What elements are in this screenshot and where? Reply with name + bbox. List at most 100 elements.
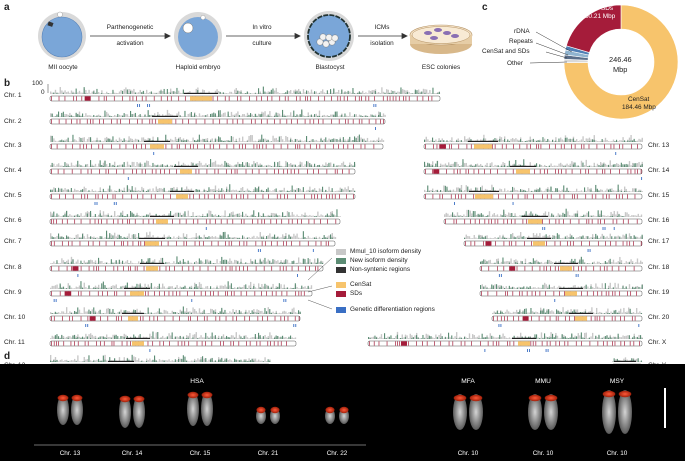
chromatid <box>119 396 131 428</box>
donut-sds-value: 50.21 Mbp <box>585 13 616 20</box>
arrow-label-isolation-line1: ICMs <box>374 24 390 31</box>
chromatid <box>453 394 467 430</box>
donut-slice-sds <box>565 4 622 53</box>
density-axis-bottom: 0 <box>41 89 45 96</box>
chromosome-label-left-6: Chr. 6 <box>4 217 22 224</box>
chromosome-body-right-9 <box>367 340 643 347</box>
donut-center-unit: Mbp <box>613 65 628 74</box>
chromosome-body-right-7 <box>479 290 643 297</box>
censat-block <box>190 96 212 101</box>
chromosome-label-right-2: Chr. 14 <box>648 167 670 174</box>
chromosome-body-left-8 <box>49 265 324 272</box>
chromosome-body-right-1 <box>423 143 643 150</box>
panel-label-a: a <box>4 2 10 13</box>
non-syntenic-bar <box>174 165 198 167</box>
non-syntenic-bar <box>122 312 144 314</box>
hsa-group-label: HSA <box>190 378 204 385</box>
non-syntenic-bar <box>569 312 593 314</box>
censat-block <box>156 219 168 224</box>
fish-signal <box>339 406 349 414</box>
panel-label-d: d <box>4 351 11 362</box>
legend-swatch <box>336 257 346 264</box>
donut-sds-label: SDs <box>601 5 614 12</box>
chromatid <box>187 392 199 426</box>
fish-signal <box>133 395 145 403</box>
chromosome-label-left-1: Chr. 1 <box>4 92 22 99</box>
legend-swatch <box>336 281 346 288</box>
arrow-label-isolation-line2: isolation <box>370 40 394 47</box>
donut-slice-censat <box>563 4 679 120</box>
donut-center-value: 246.46 <box>609 55 632 64</box>
censat-block <box>146 266 158 271</box>
hsa-chr14-label: Chr. 14 <box>121 450 143 457</box>
non-syntenic-bar <box>150 215 174 217</box>
mfa-chr10-label: Chr. 10 <box>457 450 479 457</box>
non-syntenic-bar <box>124 287 150 289</box>
chromosome-label-right-6: Chr. 18 <box>648 264 670 271</box>
arrow-label-culture-line2: culture <box>252 40 272 47</box>
non-syntenic-bar <box>469 190 499 192</box>
panel-label-c: c <box>482 2 488 13</box>
fish-signal <box>544 394 558 402</box>
censat-block <box>176 194 188 199</box>
non-syntenic-bar <box>510 165 536 167</box>
chromosome-body-left-11 <box>49 340 297 347</box>
stage-label-haploid-embryo: Haploid embryo <box>175 64 221 71</box>
chromosome-body-right-4 <box>443 218 643 225</box>
chromosome-label-left-3: Chr. 3 <box>4 142 22 149</box>
chromosome-body-left-2 <box>49 118 386 125</box>
chromatid <box>602 390 616 434</box>
censat-block <box>475 194 493 199</box>
donut-censat-label: CenSat <box>628 96 650 103</box>
donut-repeats-label: Repeats <box>509 38 533 45</box>
chromatid <box>201 392 213 426</box>
fish-signal <box>602 390 616 398</box>
chromosome-body-left-1 <box>49 95 441 102</box>
legend-swatch <box>336 306 346 313</box>
censat-block <box>132 341 144 346</box>
chromatid <box>133 396 145 428</box>
species-label-msy: MSY <box>609 378 625 385</box>
censat-block <box>528 219 542 224</box>
non-syntenic-bar <box>140 262 164 264</box>
legend-censat: CenSat <box>336 281 371 288</box>
stage-label-mii-oocyte: MII oocyte <box>48 64 78 71</box>
fish-signal <box>71 394 83 402</box>
panel-label-b: b <box>4 78 11 89</box>
censat-block <box>516 169 530 174</box>
chromosome-body-right-2 <box>423 168 643 175</box>
msy-chr10-label: Chr. 10 <box>606 450 628 457</box>
species-label-mfa: MFA <box>461 378 475 385</box>
non-syntenic-bar <box>126 337 150 339</box>
non-syntenic-bar <box>108 360 134 362</box>
legend-swatch <box>336 248 346 255</box>
non-syntenic-bar <box>614 360 636 362</box>
species-label-mmu: MMU <box>535 378 551 385</box>
hsa-chr21-label: Chr. 21 <box>257 450 279 457</box>
censat-block <box>145 241 159 246</box>
legend-new-isoform-density: New isoform density <box>336 257 408 264</box>
legend-swatch <box>336 290 346 297</box>
fish-signal <box>270 406 280 414</box>
chromosome-label-left-7: Chr. 7 <box>4 238 22 245</box>
chromosome-body-left-5 <box>49 193 356 200</box>
censat-block <box>150 144 164 149</box>
haploid-embryo-illustration <box>174 12 222 60</box>
chromosome-label-right-7: Chr. 19 <box>648 289 670 296</box>
non-syntenic-bar <box>152 115 178 117</box>
chromosome-label-right-1: Chr. 13 <box>648 142 670 149</box>
blastocyst-illustration <box>304 11 354 61</box>
chromosome-body-left-6 <box>49 218 341 225</box>
density-axis-top: 100 <box>32 80 43 87</box>
chromatid <box>528 394 542 430</box>
chromosome-label-left-8: Chr. 8 <box>4 264 22 271</box>
censat-block <box>533 241 545 246</box>
arrow-label-activation-line2: activation <box>116 40 144 47</box>
donut-other-label: Other <box>507 60 523 67</box>
arrow-label-culture-line1: In vitro <box>252 24 272 31</box>
panel-d-fish-images: HSA MFA MMU MSY Chr. 13 Chr. 14 Chr. 15 … <box>0 364 685 461</box>
fish-signal <box>256 406 266 414</box>
fish-signal <box>187 391 199 399</box>
chromosome-body-left-3 <box>49 143 384 150</box>
chromatid <box>71 395 83 425</box>
